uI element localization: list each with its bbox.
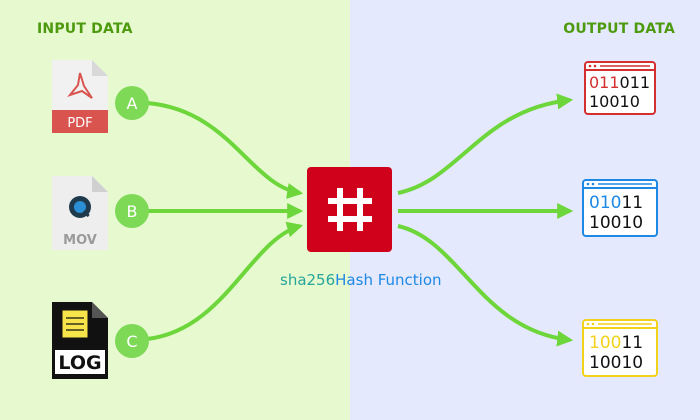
svg-text:B: B	[127, 202, 138, 221]
output-3-bits: 11	[621, 333, 643, 353]
log-label: LOG	[58, 352, 101, 374]
badge-b: B	[115, 194, 149, 228]
output-3-colored-bits: 100	[589, 333, 621, 353]
output-3-line2: 10010	[589, 353, 643, 373]
connector-out-3	[397, 224, 574, 347]
connector-c	[146, 221, 304, 341]
input-data-heading: INPUT DATA	[37, 21, 133, 37]
svg-text:011011: 011011	[589, 73, 650, 92]
svg-text:10011: 10011	[589, 333, 643, 353]
svg-text:C: C	[126, 332, 137, 351]
mov-file-icon: MOV	[52, 176, 108, 250]
connector-out-1	[397, 93, 574, 195]
svg-text:01011: 01011	[589, 193, 643, 213]
svg-text:A: A	[127, 94, 138, 113]
badge-c: C	[115, 324, 149, 358]
output-window-3: 10011 10010	[582, 319, 658, 377]
output-1-bits: 011	[620, 73, 651, 92]
pdf-file-icon: PDF	[52, 60, 108, 133]
badge-a: A	[115, 86, 149, 120]
hash-icon	[307, 167, 392, 252]
connector-a	[146, 101, 304, 199]
output-data-heading: OUTPUT DATA	[563, 21, 675, 37]
output-2-colored-bits: 010	[589, 193, 621, 213]
pdf-label: PDF	[67, 116, 92, 131]
output-1-colored-bits: 011	[589, 73, 620, 92]
output-2-line2: 10010	[589, 213, 643, 233]
hash-function-label: sha256Hash Function	[280, 271, 460, 289]
output-2-bits: 11	[621, 193, 643, 213]
output-window-2: 01011 10010	[582, 179, 658, 237]
mov-label: MOV	[63, 233, 97, 248]
output-window-1: 011011 10010	[584, 61, 656, 115]
hash-function-text: Hash Function	[335, 271, 442, 289]
output-1-line2: 10010	[589, 92, 640, 111]
log-file-icon: LOG	[52, 302, 108, 379]
hash-algorithm: sha256	[280, 271, 336, 289]
